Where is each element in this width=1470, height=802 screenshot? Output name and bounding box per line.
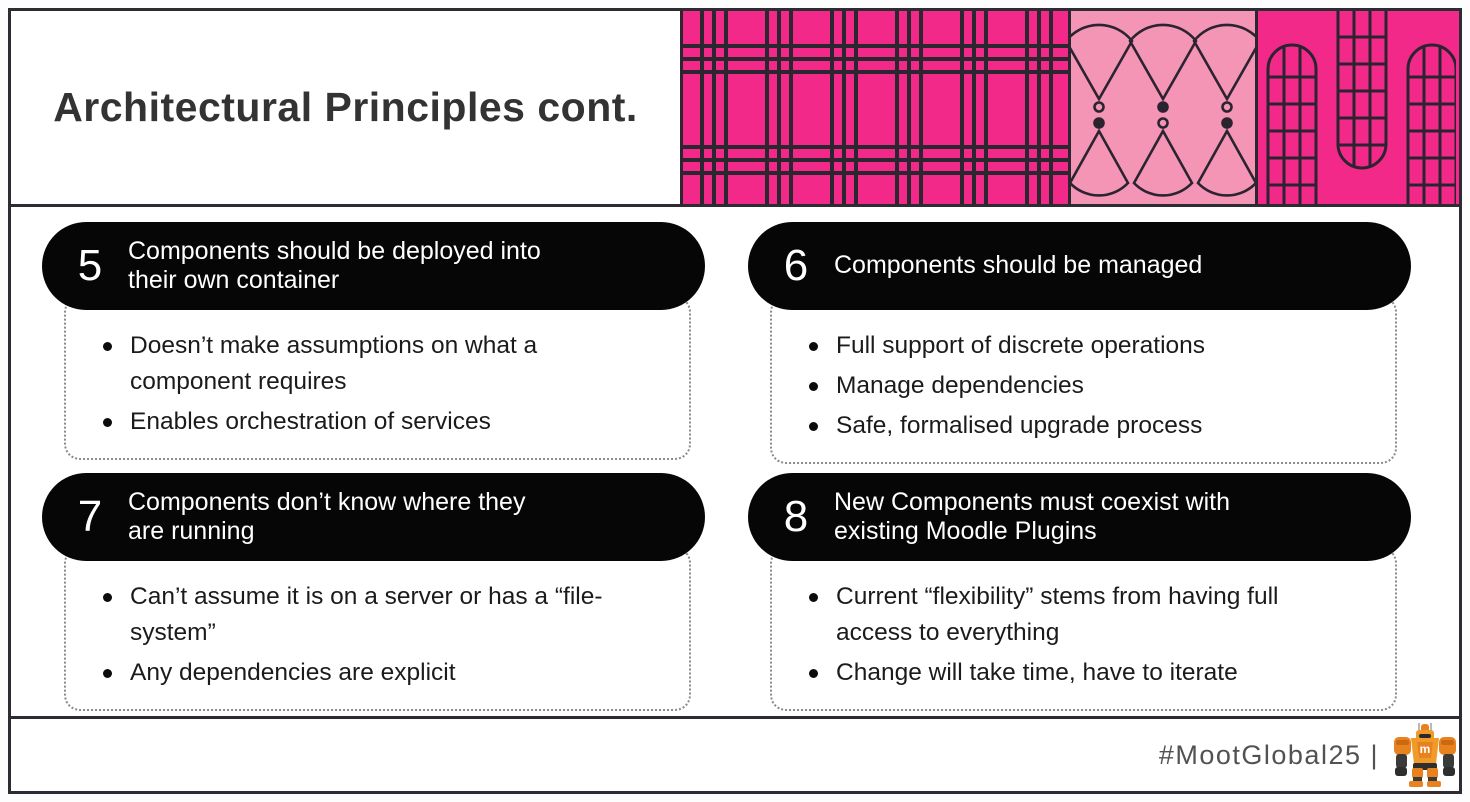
principle-7-title: Components don’t know where they are run… xyxy=(128,487,526,546)
decorative-pattern-band xyxy=(680,11,1459,204)
slide-footer: #MootGlobal25 | m xyxy=(11,716,1459,791)
principle-8-header: 8 New Components must coexist with exist… xyxy=(748,473,1411,561)
slide-frame: Architectural Principles cont. xyxy=(8,8,1462,794)
principle-card-8: 8 New Components must coexist with exist… xyxy=(748,473,1411,711)
bullet-item: Current “flexibility” stems from having … xyxy=(802,579,1379,651)
bullet-item: Enables orchestration of services xyxy=(96,404,673,440)
principle-6-header: 6 Components should be managed xyxy=(748,222,1411,310)
slide-title: Architectural Principles cont. xyxy=(53,83,638,130)
bullet-item: Can’t assume it is on a server or has a … xyxy=(96,579,673,651)
title-band: Architectural Principles cont. xyxy=(11,11,1459,207)
principle-card-6: 6 Components should be managed Full supp… xyxy=(748,222,1411,464)
bullet-item: Safe, formalised upgrade process xyxy=(802,408,1379,444)
principle-8-title: New Components must coexist with existin… xyxy=(834,487,1230,546)
svg-text:m: m xyxy=(1420,742,1431,756)
principle-6-title: Components should be managed xyxy=(834,251,1203,280)
bullet-item: Any dependencies are explicit xyxy=(96,655,673,691)
principle-5-title: Components should be deployed into their… xyxy=(128,236,541,295)
principle-6-number: 6 xyxy=(783,241,809,290)
principle-8-body: Current “flexibility” stems from having … xyxy=(770,547,1397,711)
principle-card-5: 5 Components should be deployed into the… xyxy=(42,222,705,460)
bullet-item: Doesn’t make assumptions on what a compo… xyxy=(96,328,673,400)
plaid-pattern xyxy=(680,11,1068,204)
hourglass-pattern xyxy=(1064,11,1262,204)
principle-6-body: Full support of discrete operations Mana… xyxy=(770,296,1397,464)
principle-5-number: 5 xyxy=(77,241,103,290)
bullet-item: Full support of discrete operations xyxy=(802,328,1379,364)
principle-5-body: Doesn’t make assumptions on what a compo… xyxy=(64,296,691,460)
bullet-item: Change will take time, have to iterate xyxy=(802,655,1379,691)
principle-5-header: 5 Components should be deployed into the… xyxy=(42,222,705,310)
hashtag-label: #MootGlobal25 | xyxy=(1158,739,1379,770)
arch-pattern xyxy=(1258,11,1459,204)
robot-mascot-icon: m xyxy=(1394,723,1456,787)
principle-7-body: Can’t assume it is on a server or has a … xyxy=(64,547,691,711)
principle-card-7: 7 Components don’t know where they are r… xyxy=(42,473,705,711)
principle-8-number: 8 xyxy=(783,492,809,541)
bullet-item: Manage dependencies xyxy=(802,368,1379,404)
principle-7-number: 7 xyxy=(77,492,103,541)
principle-7-header: 7 Components don’t know where they are r… xyxy=(42,473,705,561)
